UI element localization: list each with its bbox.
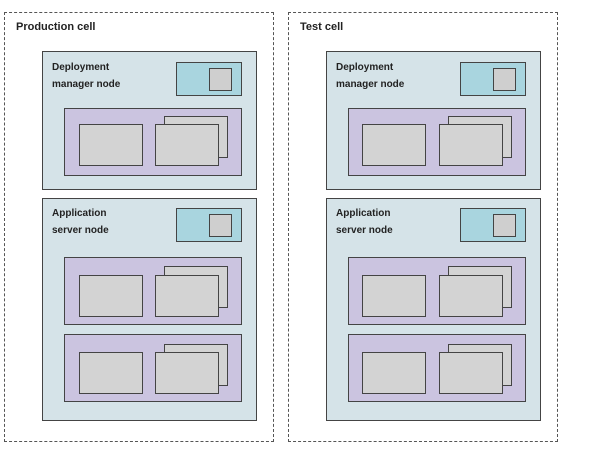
production-deployment-manager-node-label: Deployment manager node — [52, 59, 162, 93]
production-application-process-box — [79, 275, 143, 317]
test-deployment-manager-node-label: Deployment manager node — [336, 59, 446, 93]
production-application-server-node-label: Application server node — [52, 205, 162, 239]
test-application-server-node-label: Application server node — [336, 205, 446, 239]
test-deployment-process-box — [362, 124, 426, 166]
test-deployment-agent-inner — [493, 68, 516, 91]
test-application-process-box — [362, 275, 426, 317]
test-application-process-box-front — [439, 352, 503, 394]
test-deployment-process-box-front — [439, 124, 503, 166]
test-application-process-box — [362, 352, 426, 394]
label-line: server node — [336, 225, 393, 236]
test-application-process-box-front — [439, 275, 503, 317]
test-cell-title: Test cell — [300, 21, 344, 33]
label-line: Deployment — [336, 62, 394, 73]
label-line: Application — [52, 208, 107, 219]
production-deployment-agent-inner — [209, 68, 232, 91]
production-cell-title: Production cell — [16, 21, 96, 33]
production-application-agent-inner — [209, 214, 232, 237]
label-line: manager node — [336, 79, 405, 90]
label-line: Application — [336, 208, 391, 219]
production-application-process-box-front — [155, 275, 219, 317]
label-line: Deployment — [52, 62, 110, 73]
production-application-process-box — [79, 352, 143, 394]
production-deployment-process-box — [79, 124, 143, 166]
production-deployment-process-box-front — [155, 124, 219, 166]
production-application-process-box-front — [155, 352, 219, 394]
test-application-agent-inner — [493, 214, 516, 237]
label-line: manager node — [52, 79, 121, 90]
label-line: server node — [52, 225, 109, 236]
